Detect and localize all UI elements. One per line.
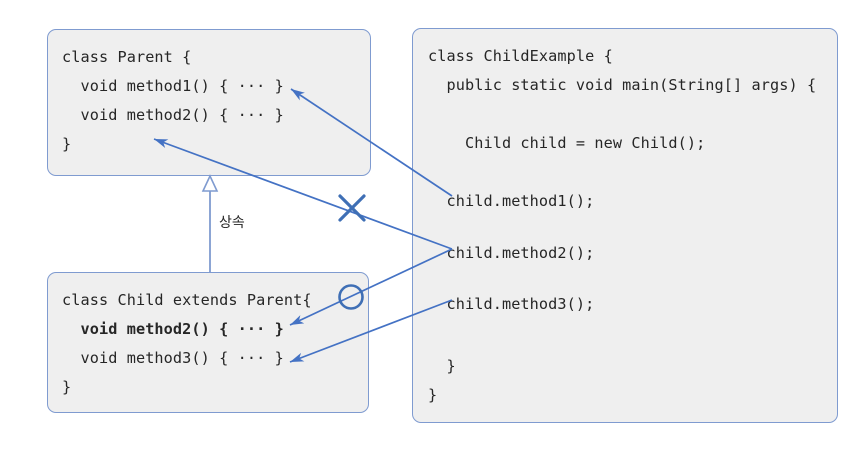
child-code-line-1: void method2() { ··· } [62,320,284,338]
inheritance-label: 상속 [219,215,245,231]
parent-code-line-0: class Parent { [62,48,192,66]
child-code-line-0: class Child extends Parent{ [62,291,312,309]
example-code-line-1: public static void main(String[] args) { [428,76,817,94]
example-code-line-7: child.method2(); [428,244,595,262]
parent-class-box: class Parent { void method1() { ··· } vo… [47,29,371,176]
parent-code-line-1: void method1() { ··· } [62,77,284,95]
example-code-line-0: class ChildExample { [428,47,613,65]
example-code-line-9: child.method3(); [428,295,595,313]
example-code-line-11: } [428,357,456,375]
child-example-box: class ChildExample { public static void … [412,28,838,423]
child-code-line-2: void method3() { ··· } [62,349,284,367]
child-class-box: class Child extends Parent{ void method2… [47,272,369,413]
parent-code-line-2: void method2() { ··· } [62,106,284,124]
example-code-line-5: child.method1(); [428,192,595,210]
parent-code-line-3: } [62,135,72,153]
example-code-line-3: Child child = new Child(); [428,134,706,152]
example-code-line-12: } [428,386,438,404]
child-code-line-3: } [62,378,72,396]
inheritance-connector [201,174,219,272]
cross-mark-icon [338,194,366,222]
